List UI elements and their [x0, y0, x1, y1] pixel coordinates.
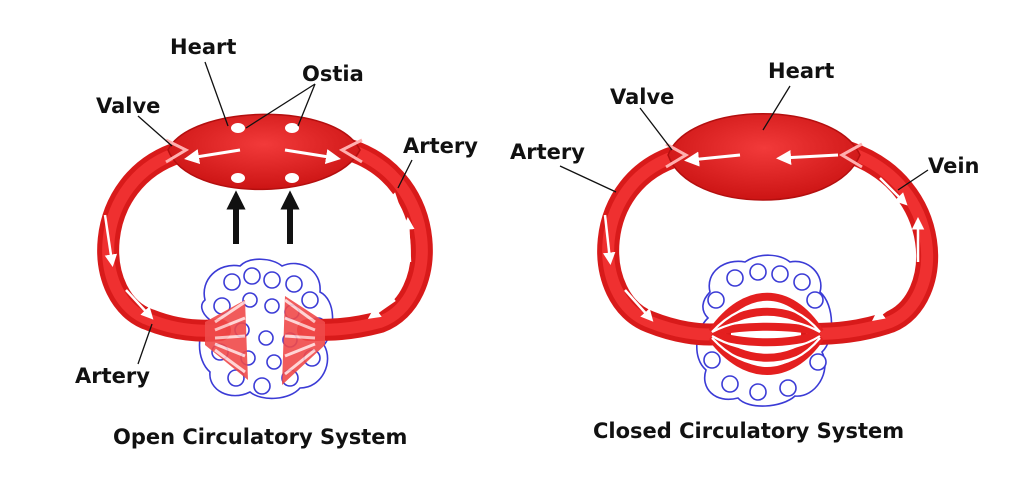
open-valve-right: [338, 138, 363, 164]
open-heart: [167, 113, 361, 191]
closed-flow-arrow-right-low: [872, 299, 901, 321]
ostium-opening-icon: [231, 123, 299, 183]
capillary-bed-icon: [708, 292, 824, 375]
closed-flow-arrow-left: [602, 214, 616, 265]
open-heart-flow-arrow-right: [284, 148, 341, 164]
open-flow-arrow-right: [402, 217, 415, 263]
open-label-artery-bottom: Artery: [75, 364, 150, 388]
closed-flow-arrow-left-low: [624, 289, 654, 322]
open-circulatory-system: Heart Ostia Valve Artery Artery Open Cir…: [75, 35, 478, 449]
closed-valve-right: [838, 142, 863, 169]
open-label-heart: Heart: [170, 35, 236, 59]
closed-circulatory-system: Heart Valve Artery Vein Closed Circulato…: [510, 59, 980, 443]
open-flow-arrow-left-low: [125, 289, 154, 320]
closed-leader-lines: [559, 85, 929, 193]
closed-label-artery: Artery: [510, 140, 585, 164]
closed-flow-arrow-top-right: [879, 177, 908, 206]
open-sinus-right: [282, 296, 325, 385]
closed-label-heart: Heart: [768, 59, 834, 83]
open-caption: Open Circulatory System: [113, 425, 407, 449]
closed-caption: Closed Circulatory System: [593, 419, 904, 443]
open-label-valve: Valve: [96, 94, 160, 118]
open-label-ostia: Ostia: [302, 62, 364, 86]
closed-heart-flow-arrow-left: [684, 151, 741, 167]
open-flow-arrow-right-low: [367, 298, 396, 319]
closed-label-valve: Valve: [610, 85, 674, 109]
closed-heart: [667, 113, 861, 201]
closed-heart-flow-arrow-right: [776, 150, 839, 166]
open-flow-arrow-top-right: [371, 177, 400, 206]
open-label-artery-right: Artery: [403, 134, 478, 158]
open-leader-lines: [137, 61, 413, 365]
open-flow-arrow-left: [103, 214, 118, 267]
open-heart-flow-arrow-left: [184, 148, 241, 164]
open-sinus-left: [205, 300, 248, 380]
inflow-arrow-icon: [226, 190, 300, 244]
closed-label-vein: Vein: [928, 154, 980, 178]
